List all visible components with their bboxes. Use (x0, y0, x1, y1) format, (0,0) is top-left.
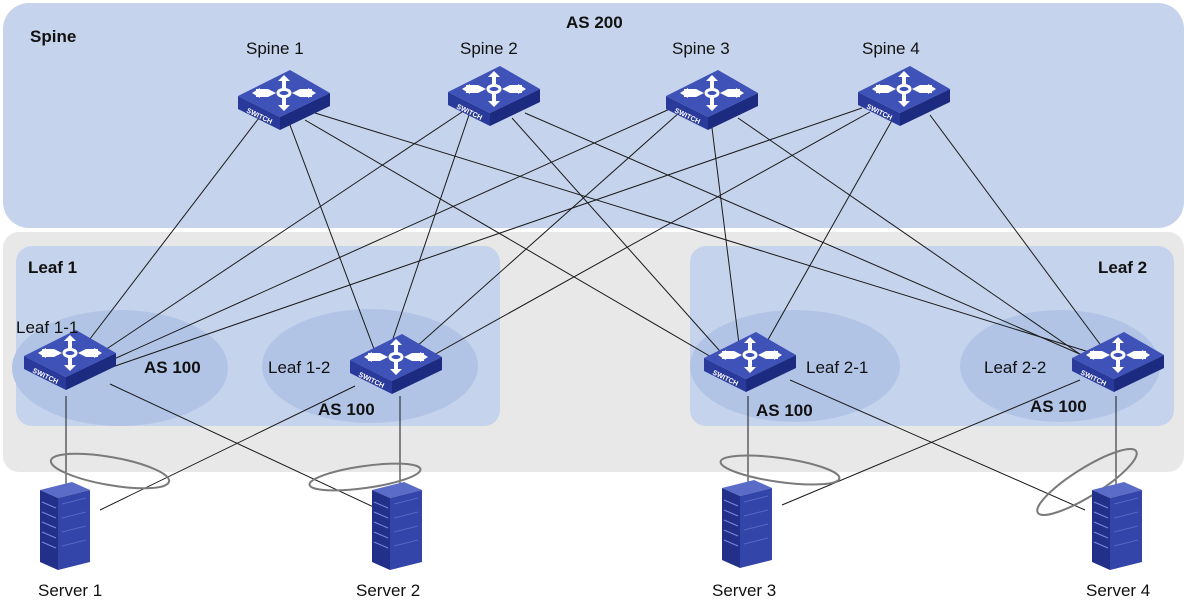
spine-zone-label: Spine (30, 27, 76, 46)
leaf-server-links (65, 379, 1117, 511)
spine-zone (3, 3, 1184, 228)
servers (39, 479, 1143, 571)
server-4-icon[interactable] (1091, 481, 1143, 571)
spine-leaf-links (69, 107, 1116, 377)
leaf-1-1-label: Leaf 1-1 (16, 318, 78, 337)
spine-as-label: AS 200 (566, 13, 623, 32)
server-3-label: Server 3 (712, 581, 776, 600)
leaf-2-1-as: AS 100 (756, 401, 813, 420)
spine-3-label: Spine 3 (672, 39, 730, 58)
spine-4-label: Spine 4 (862, 39, 920, 58)
spine-1-label: Spine 1 (246, 39, 304, 58)
leaf2-2-as-ellipse (960, 310, 1160, 422)
leaf-2-2-label: Leaf 2-2 (984, 358, 1046, 377)
leaf1-zone-label: Leaf 1 (28, 258, 77, 277)
leaf-1-2-label: Leaf 1-2 (268, 358, 330, 377)
leaf-2-2-as: AS 100 (1030, 397, 1087, 416)
leaf-1-2-as: AS 100 (318, 400, 375, 419)
server-2-icon[interactable] (371, 481, 423, 571)
leaf-2-1-label: Leaf 2-1 (806, 358, 868, 377)
server-1-icon[interactable] (39, 481, 91, 571)
leaf-1-1-as: AS 100 (144, 358, 201, 377)
server-3-icon[interactable] (721, 479, 773, 569)
server-1-label: Server 1 (38, 581, 102, 600)
server-4-label: Server 4 (1086, 581, 1150, 600)
spine-2-label: Spine 2 (460, 39, 518, 58)
server-2-label: Server 2 (356, 581, 420, 600)
leaf2-zone-label: Leaf 2 (1098, 258, 1147, 277)
